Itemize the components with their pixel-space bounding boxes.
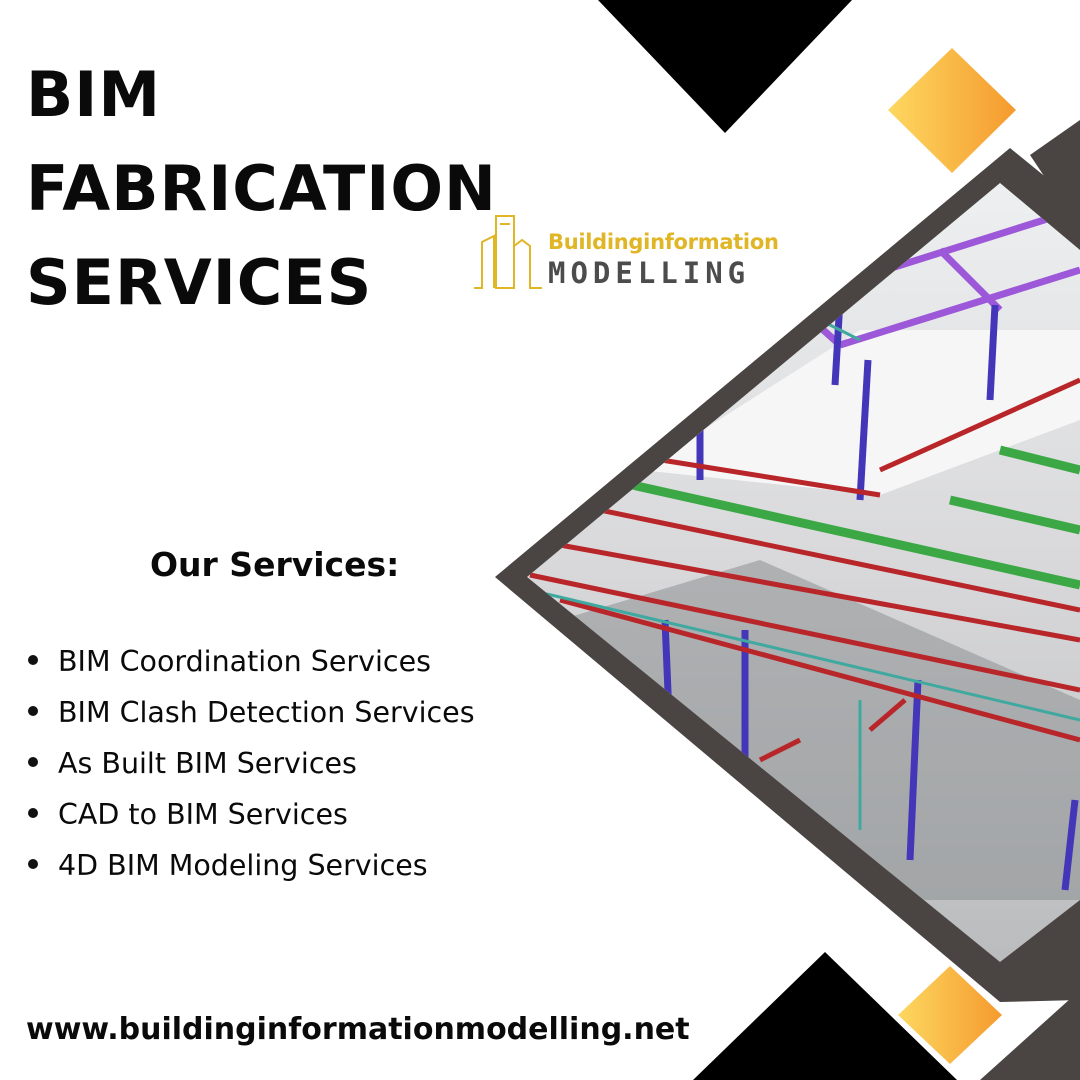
black-triangle-top xyxy=(598,0,852,133)
logo-line2: MODELLING xyxy=(548,256,751,290)
title-line: FABRICATION xyxy=(26,152,497,225)
company-logo: Buildinginformation MODELLING xyxy=(474,212,779,292)
page-title: BIM FABRICATION SERVICES xyxy=(26,48,497,330)
service-item: As Built BIM Services xyxy=(24,738,475,789)
website-link[interactable]: www.buildinginformationmodelling.net xyxy=(26,1012,690,1047)
building-outline-icon xyxy=(474,215,542,289)
services-list: BIM Coordination Services BIM Clash Dete… xyxy=(24,636,475,891)
service-item: BIM Clash Detection Services xyxy=(24,687,475,738)
black-triangle-bottom xyxy=(693,952,957,1080)
service-item: BIM Coordination Services xyxy=(24,636,475,687)
gray-corner-top-right xyxy=(1030,120,1080,230)
gray-corner-bottom-right xyxy=(980,990,1080,1080)
logo-line1: Buildinginformation xyxy=(548,230,779,254)
service-item: CAD to BIM Services xyxy=(24,789,475,840)
service-item: 4D BIM Modeling Services xyxy=(24,840,475,891)
title-line: BIM xyxy=(26,58,162,131)
orange-diamond-bottom xyxy=(898,966,1002,1064)
title-line: SERVICES xyxy=(26,246,373,319)
orange-diamond-top xyxy=(888,48,1016,173)
services-heading: Our Services: xyxy=(150,545,400,584)
